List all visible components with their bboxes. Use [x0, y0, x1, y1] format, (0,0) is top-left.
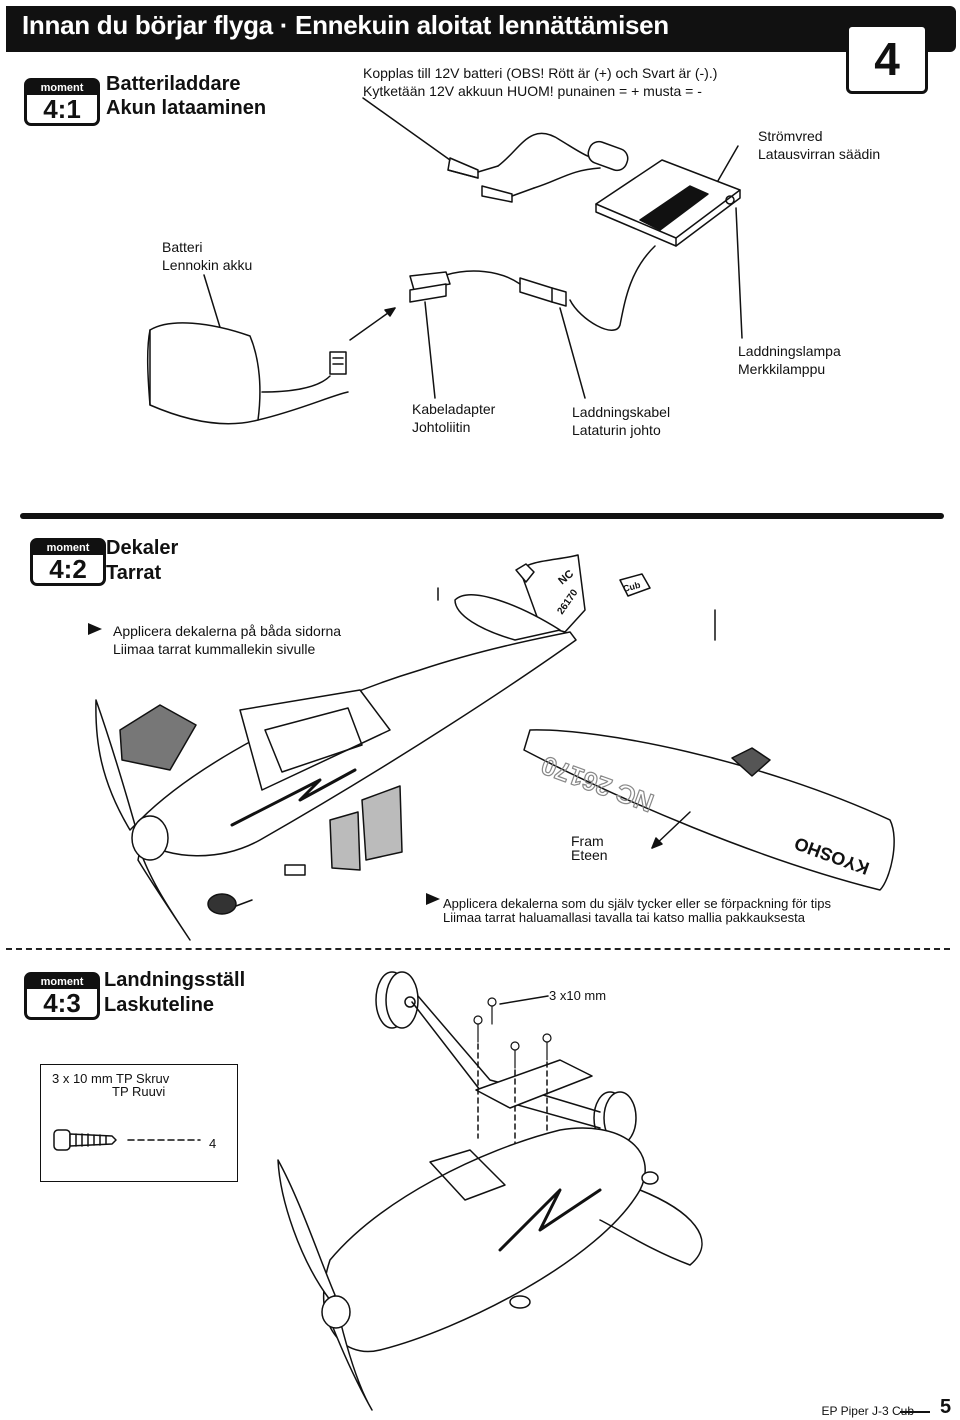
propeller-icon	[95, 699, 191, 941]
forward-label-fi: Eteen	[571, 847, 608, 863]
step-number: 4:1	[43, 94, 81, 124]
section-divider	[20, 513, 944, 519]
step-title-sv: Landningsställ	[104, 969, 246, 991]
step-badge-4-2: moment 4:2	[30, 538, 106, 586]
step-title-sv: Batteriladdare	[106, 73, 241, 95]
propeller-icon	[277, 1159, 373, 1411]
adapter-connector-icon	[409, 271, 451, 303]
badge-word: moment	[27, 81, 97, 95]
cub-decal-text: Cub	[622, 580, 642, 594]
cable-label-fi: Lataturin johto	[572, 422, 661, 438]
charger-note-sv: Kopplas till 12V batteri (OBS! Rött är (…	[363, 65, 718, 81]
footer-rule	[900, 1411, 930, 1413]
pilot-decal-icon	[207, 893, 253, 915]
screw-box-label-sv: 3 x 10 mm TP Skruv	[52, 1071, 170, 1086]
dashed-divider	[6, 948, 950, 950]
adapter-label-sv: Kabeladapter	[412, 401, 496, 417]
decal-instruction-fi: Liimaa tarrat kummallekin sivulle	[113, 641, 316, 657]
step-number: 4:3	[43, 988, 81, 1018]
step-badge-4-3: moment 4:3	[24, 972, 100, 1020]
cub-decal-icon: Cub	[619, 573, 651, 597]
header-bar	[6, 6, 956, 52]
screw-quantity: 4	[209, 1136, 217, 1151]
forward-label-sv: Fram	[571, 833, 604, 849]
wheel-icon	[375, 971, 419, 1029]
step-badge-4-1: moment 4:1	[24, 78, 100, 126]
decal-tip-sv: Applicera dekalerna som du själv tycker …	[443, 896, 832, 911]
alligator-clip-icon	[481, 185, 535, 203]
page-number: 5	[940, 1396, 952, 1418]
screw-parts-box	[40, 1064, 238, 1182]
battery-label-sv: Batteri	[162, 239, 203, 255]
battery-label-fi: Lennokin akku	[162, 257, 253, 273]
airplane-decal-illustration: NC 26170 NC 26170 KYOSHO Cub	[95, 554, 895, 941]
cable-label-sv: Laddningskabel	[572, 404, 671, 420]
decal-tip-fi: Liimaa tarrat haluamallasi tavalla tai k…	[443, 910, 806, 925]
decal-instruction-sv: Applicera dekalerna på båda sidorna	[113, 623, 342, 639]
chapter-number: 4	[846, 24, 928, 94]
lamp-label-sv: Laddningslampa	[738, 343, 841, 359]
bullet-arrow-icon	[88, 623, 102, 635]
badge-word: moment	[27, 975, 97, 989]
landing-gear-illustration	[277, 971, 703, 1411]
bullet-arrow-icon	[426, 893, 440, 905]
alligator-clip-icon	[447, 157, 499, 179]
step-title-fi: Tarrat	[106, 562, 162, 584]
screw-icon	[53, 1129, 117, 1151]
step-title-fi: Akun lataaminen	[106, 97, 267, 119]
screw-box-label-fi: TP Ruuvi	[112, 1084, 166, 1099]
regulator-label-fi: Latausvirran säädin	[758, 146, 881, 162]
screw-callout: 3 x10 mm	[549, 988, 607, 1003]
regulator-label-sv: Strömvred	[758, 128, 823, 144]
charger-note-fi: Kytketään 12V akkuun HUOM! punainen = + …	[363, 83, 702, 99]
charger-illustration	[146, 97, 743, 425]
step-title-sv: Dekaler	[106, 537, 179, 559]
footer-product: EP Piper J-3 Cub	[821, 1404, 915, 1418]
badge-word: moment	[33, 541, 103, 555]
step-title-fi: Laskuteline	[104, 994, 215, 1016]
adapter-label-fi: Johtoliitin	[412, 419, 471, 435]
lamp-label-fi: Merkkilamppu	[738, 361, 826, 377]
charge-connector-icon	[519, 277, 567, 307]
page-title: Innan du börjar flyga · Ennekuin aloitat…	[22, 10, 669, 40]
step-number: 4:2	[49, 554, 87, 584]
battery-pack-icon	[146, 322, 349, 425]
